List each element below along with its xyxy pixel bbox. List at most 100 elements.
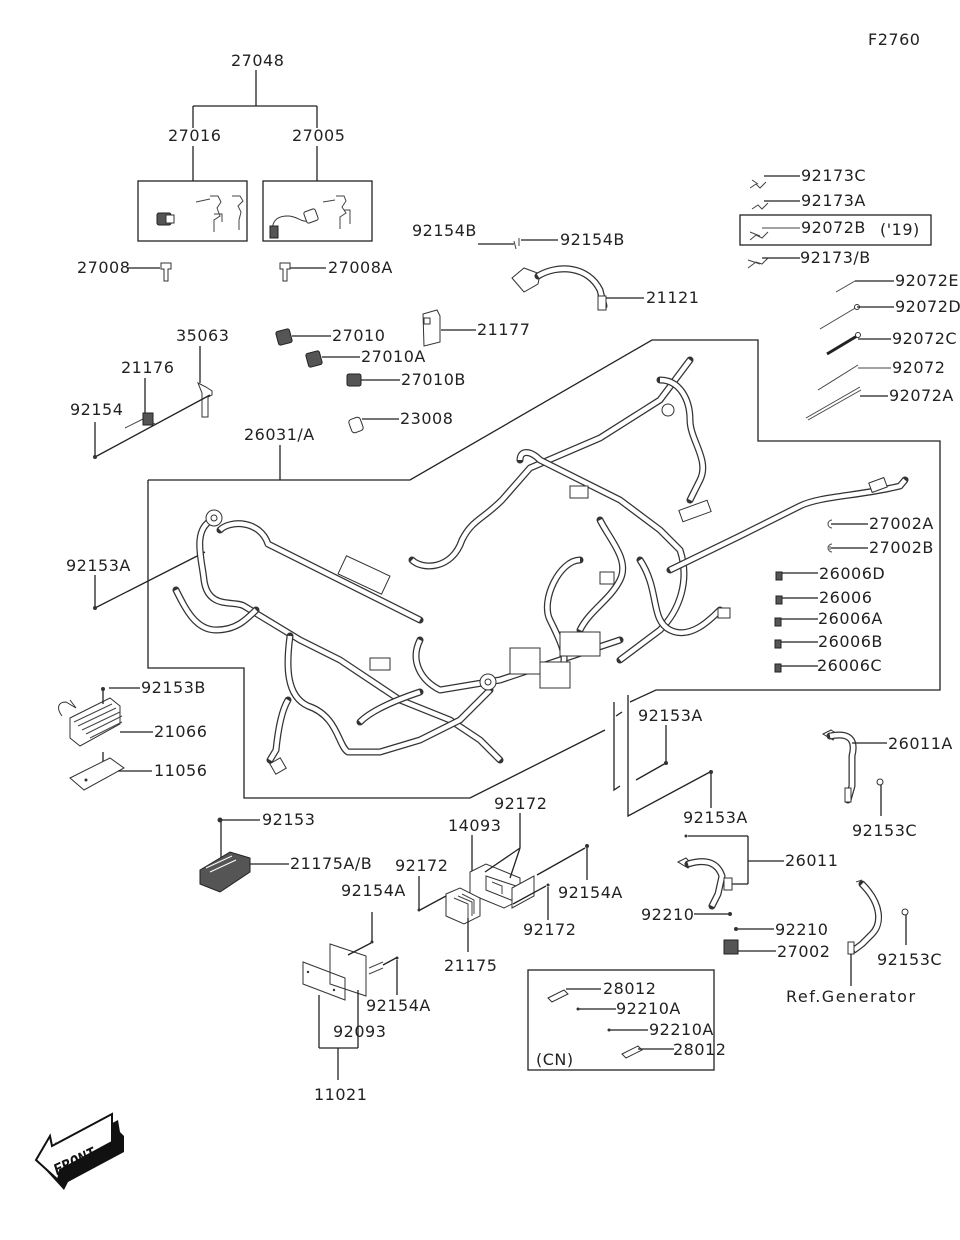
part-label-26031A[interactable]: 26031/A	[244, 425, 315, 444]
sensor-21121	[511, 265, 608, 311]
part-label-92093[interactable]: 92093	[333, 1022, 387, 1041]
part-label-27016[interactable]: 27016	[168, 126, 222, 145]
module-21175	[417, 876, 481, 952]
part-label-26011A[interactable]: 26011A	[888, 734, 953, 753]
ref-generator-note[interactable]: Ref.Generator	[786, 987, 917, 1006]
part-label-92153C-upper[interactable]: 92153C	[852, 821, 918, 840]
part-label-26011[interactable]: 26011	[785, 851, 839, 870]
part-label-27010B[interactable]: 27010B	[401, 370, 466, 389]
part-label-92173B[interactable]: 92173/B	[800, 248, 871, 267]
part-label-92210-right[interactable]: 92210	[775, 920, 829, 939]
harness-boundary-upper	[148, 339, 941, 703]
switch-27010B	[346, 373, 362, 387]
part-label-11056[interactable]: 11056	[154, 761, 208, 780]
front-direction-arrow: FRONT	[34, 1112, 124, 1190]
part-label-28012-bottom[interactable]: 28012	[673, 1040, 727, 1059]
part-label-26006D[interactable]: 26006D	[819, 564, 886, 583]
bracket-35063	[197, 381, 213, 418]
bracket-11021	[302, 912, 399, 1080]
part-label-27010A[interactable]: 27010A	[361, 347, 426, 366]
part-label-27002[interactable]: 27002	[777, 942, 831, 961]
part-label-92172-left[interactable]: 92172	[395, 856, 449, 875]
part-label-21175[interactable]: 21175	[444, 956, 498, 975]
clips-group	[739, 175, 932, 269]
cable-ref-generator	[847, 879, 909, 986]
part-label-92153[interactable]: 92153	[262, 810, 316, 829]
part-label-92072D[interactable]: 92072D	[895, 297, 960, 316]
cn-region-label: (CN)	[536, 1050, 574, 1069]
part-label-23008[interactable]: 23008	[400, 409, 454, 428]
part-label-21175AB[interactable]: 21175A/B	[290, 854, 373, 873]
part-label-26006A[interactable]: 26006A	[818, 609, 883, 628]
bolts-92153A-group	[613, 695, 713, 818]
part-label-92154A-right[interactable]: 92154A	[558, 883, 623, 902]
part-label-26006B[interactable]: 26006B	[818, 632, 883, 651]
part-label-11021[interactable]: 11021	[314, 1085, 368, 1104]
ignition-switch-part	[156, 212, 175, 226]
part-label-27008[interactable]: 27008	[77, 258, 131, 277]
part-label-92072[interactable]: 92072	[892, 358, 946, 377]
regulator-rectifier-21066	[58, 687, 153, 770]
cable-ties-group	[805, 280, 894, 421]
part-label-92072E[interactable]: 92072E	[895, 271, 960, 290]
year-note-19: ('19)	[880, 220, 920, 239]
relay-21177	[422, 309, 441, 347]
part-label-27002A[interactable]: 27002A	[869, 514, 934, 533]
harness-connectors	[205, 403, 888, 775]
socket-23008	[348, 416, 364, 434]
part-label-92072A[interactable]: 92072A	[889, 386, 954, 405]
part-label-92072B[interactable]: 92072B	[801, 218, 866, 237]
part-label-14093[interactable]: 14093	[448, 816, 502, 835]
part-label-27010[interactable]: 27010	[332, 326, 386, 345]
ecu-21175AB	[199, 817, 289, 893]
screw-27008A	[279, 262, 291, 282]
part-label-92153B[interactable]: 92153B	[141, 678, 206, 697]
part-label-92173C[interactable]: 92173C	[801, 166, 867, 185]
part-label-21177[interactable]: 21177	[477, 320, 531, 339]
part-label-92154[interactable]: 92154	[70, 400, 124, 419]
part-label-26006C[interactable]: 26006C	[817, 656, 883, 675]
key-set-tree-lines	[192, 70, 318, 181]
part-label-92210-left[interactable]: 92210	[641, 905, 695, 924]
ignition-switch-harness-part	[269, 208, 319, 239]
part-label-21121[interactable]: 21121	[646, 288, 700, 307]
key-set-box-27016	[137, 180, 248, 242]
part-label-92154A-top[interactable]: 92154A	[341, 881, 406, 900]
part-label-27008A[interactable]: 27008A	[328, 258, 393, 277]
cn-parts	[547, 988, 674, 1059]
part-label-92153A-mid[interactable]: 92153A	[638, 706, 703, 725]
key-part-2	[322, 195, 351, 229]
part-label-92153C-lower[interactable]: 92153C	[877, 950, 943, 969]
part-label-92210A-top[interactable]: 92210A	[616, 999, 681, 1018]
part-label-26006[interactable]: 26006	[819, 588, 873, 607]
part-label-92173A[interactable]: 92173A	[801, 191, 866, 210]
bolt-92153A-axis	[94, 551, 206, 609]
part-label-21066[interactable]: 21066	[154, 722, 208, 741]
bolt-92154-axis	[94, 394, 211, 458]
plate-11056	[69, 757, 152, 791]
cable-26011	[676, 834, 784, 955]
part-label-27002B[interactable]: 27002B	[869, 538, 934, 557]
part-label-92154B-right[interactable]: 92154B	[560, 230, 625, 249]
part-label-28012-top[interactable]: 28012	[603, 979, 657, 998]
part-label-27048[interactable]: 27048	[231, 51, 285, 70]
key-part	[195, 195, 244, 232]
key-set-box-27005	[262, 180, 373, 242]
part-label-92210A-bottom[interactable]: 92210A	[649, 1020, 714, 1039]
part-label-92172-bottom[interactable]: 92172	[523, 920, 577, 939]
part-label-92172-top[interactable]: 92172	[494, 794, 548, 813]
part-label-35063[interactable]: 35063	[176, 326, 230, 345]
screw-27008	[160, 262, 172, 282]
part-label-27005[interactable]: 27005	[292, 126, 346, 145]
part-label-92072C[interactable]: 92072C	[892, 329, 958, 348]
part-label-92154A-bottom[interactable]: 92154A	[366, 996, 431, 1015]
bolts-92154B	[513, 238, 520, 250]
part-label-92153A-low[interactable]: 92153A	[683, 808, 748, 827]
part-label-21176[interactable]: 21176	[121, 358, 175, 377]
part-label-92154B-left[interactable]: 92154B	[412, 221, 477, 240]
figure-id: F2760	[868, 30, 921, 49]
cn-box	[527, 969, 715, 1071]
part-label-92153A-left[interactable]: 92153A	[66, 556, 131, 575]
